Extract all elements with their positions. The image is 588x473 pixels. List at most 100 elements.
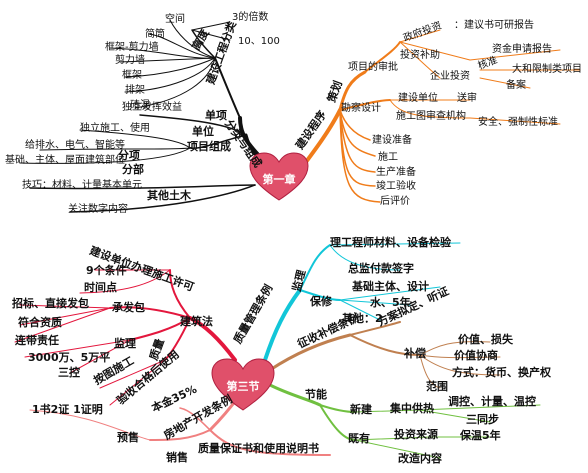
- branch-qita2: [339, 299, 381, 321]
- branch-jianli2: [299, 244, 331, 291]
- branch-shenpi: [364, 41, 401, 73]
- label-jichu: 基础、主体、屋面建筑部位: [5, 155, 125, 166]
- label-xiaoshou: 销售: [166, 451, 188, 464]
- branch-aq: [469, 117, 561, 125]
- label-ss: 送审: [457, 93, 477, 104]
- label-3dbs: 3的倍数: [232, 12, 269, 23]
- label-kj: 框架: [122, 70, 142, 81]
- label-sg: 施工: [378, 152, 398, 163]
- branch-gaodu: [191, 29, 216, 59]
- label-qytz: 企业投资: [430, 71, 470, 82]
- branch-liandai: [14, 307, 111, 343]
- branch-anTu: [99, 359, 166, 389]
- label-fenxiang: 分项: [118, 149, 140, 162]
- branch-jianli: [129, 317, 191, 341]
- branch-zh: [134, 57, 216, 109]
- label-dlfh: 独立发挥效益: [122, 102, 182, 113]
- branch-jiazhi: [419, 341, 491, 356]
- label-xieshang: 价值协商: [454, 349, 498, 362]
- branch-jczt: [339, 286, 441, 301]
- label-yishu: 1书2证 1证明: [32, 403, 103, 416]
- branch-kongjian: [169, 19, 216, 59]
- heart-icon-bottom: [211, 358, 275, 411]
- label-jianli: 监理: [114, 337, 136, 350]
- branch-santongbu: [419, 409, 491, 423]
- label-xinjian: 新建: [350, 403, 372, 416]
- branch-jizhong: [354, 409, 421, 413]
- branch-jianzhufa: [188, 316, 237, 362]
- branch-cehua: [338, 70, 367, 112]
- label-liandai: 连带责任: [15, 334, 59, 347]
- label-santongbu: 三同步: [466, 413, 499, 426]
- label-gps: 给排水、电气、智能等: [25, 140, 125, 151]
- branch-ba: [479, 77, 531, 89]
- branch-gps: [39, 147, 191, 151]
- label-jiazhi: 价值、损失: [458, 333, 513, 346]
- label-jiyou: 既有: [348, 432, 370, 445]
- branch-ziben: [179, 407, 211, 431]
- label-buchang: 补偿: [404, 347, 426, 360]
- label-touzi: 投资来源: [394, 428, 438, 441]
- label-jys: ：建议书可研报告: [454, 20, 534, 31]
- label-jiantong: 简筒: [145, 29, 165, 40]
- branch-baoxiu: [299, 289, 341, 301]
- branch-qytz: [399, 41, 441, 79]
- branch-pj: [124, 57, 216, 93]
- branch-tiaokong: [419, 404, 541, 411]
- label-qita: 其他土木: [147, 189, 191, 202]
- label-kongjian: 空间: [165, 14, 185, 25]
- branch-jiantong: [149, 33, 216, 59]
- label-zj: 总监付款签字: [348, 262, 414, 275]
- branch-jiyou: [319, 404, 356, 441]
- branch-xiaoshou: [209, 429, 331, 456]
- label-fanwei: 范围: [426, 380, 448, 393]
- branch-dl: [139, 114, 247, 136]
- label-wanfang: 3000万、5万平: [28, 351, 111, 364]
- branch-tzbz: [399, 41, 471, 61]
- branch-gongcheng: [214, 57, 241, 119]
- label-danwei: 单位: [192, 125, 214, 138]
- branch-sjd: [79, 269, 171, 294]
- label-sczb: 生产准备: [376, 167, 416, 178]
- branch-fangshi: [419, 354, 501, 376]
- branch-sczb: [339, 109, 376, 173]
- branch-fanwei: [419, 354, 441, 389]
- branch-gcs: [329, 242, 461, 246]
- label-shui: 水、5年: [370, 296, 411, 309]
- label-zh: 砖混: [130, 100, 150, 111]
- branch-jlq: [119, 57, 216, 63]
- label-jsdw: 建设单位: [398, 93, 438, 104]
- branch-guanzhu: [69, 184, 256, 213]
- branch-fangan: [349, 321, 401, 336]
- branch-xinjian: [319, 404, 356, 413]
- branch-sgt: [389, 99, 471, 119]
- label-fenbu: 分部: [122, 163, 144, 176]
- branch-zjsq: [469, 49, 561, 61]
- label-kj-jlq: 框架-剪力墙: [105, 42, 159, 53]
- label-guanzhu: 关注数字内容: [68, 204, 128, 215]
- label-dxz: 大和限制类项目: [512, 64, 582, 75]
- center-title-bottom: 第三节: [226, 380, 260, 393]
- label-jieneng: 节能: [305, 388, 327, 401]
- label-xmzc: 项目组成: [187, 140, 231, 153]
- branch-zhiliang: [164, 317, 191, 361]
- label-pj: 排架: [125, 85, 145, 96]
- label-baowen: 保温5年: [460, 429, 501, 442]
- branch-zfts: [399, 29, 441, 43]
- label-jgys: 竣工验收: [376, 181, 416, 192]
- branch-yanshou: [109, 359, 166, 406]
- branch-gaizao: [354, 439, 441, 459]
- branch-jszb: [339, 109, 371, 141]
- label-aq: 安全、强制性标准: [478, 117, 558, 128]
- label-gaizao: 改造内容: [398, 452, 442, 465]
- label-tzbz: 投资补助: [400, 50, 440, 61]
- branch-jieneng: [268, 383, 322, 407]
- label-zlbz: 质量保证书和使用说明书: [198, 442, 319, 455]
- branch-3dbs: [191, 21, 231, 31]
- heart-icon-top: [249, 152, 309, 201]
- label-kancha: 勘察设计: [341, 103, 381, 114]
- label-chengbao: 承发包: [112, 301, 145, 314]
- label-tiaokong: 调控、计量、温控: [448, 395, 536, 408]
- label-yushou: 预售: [117, 431, 139, 444]
